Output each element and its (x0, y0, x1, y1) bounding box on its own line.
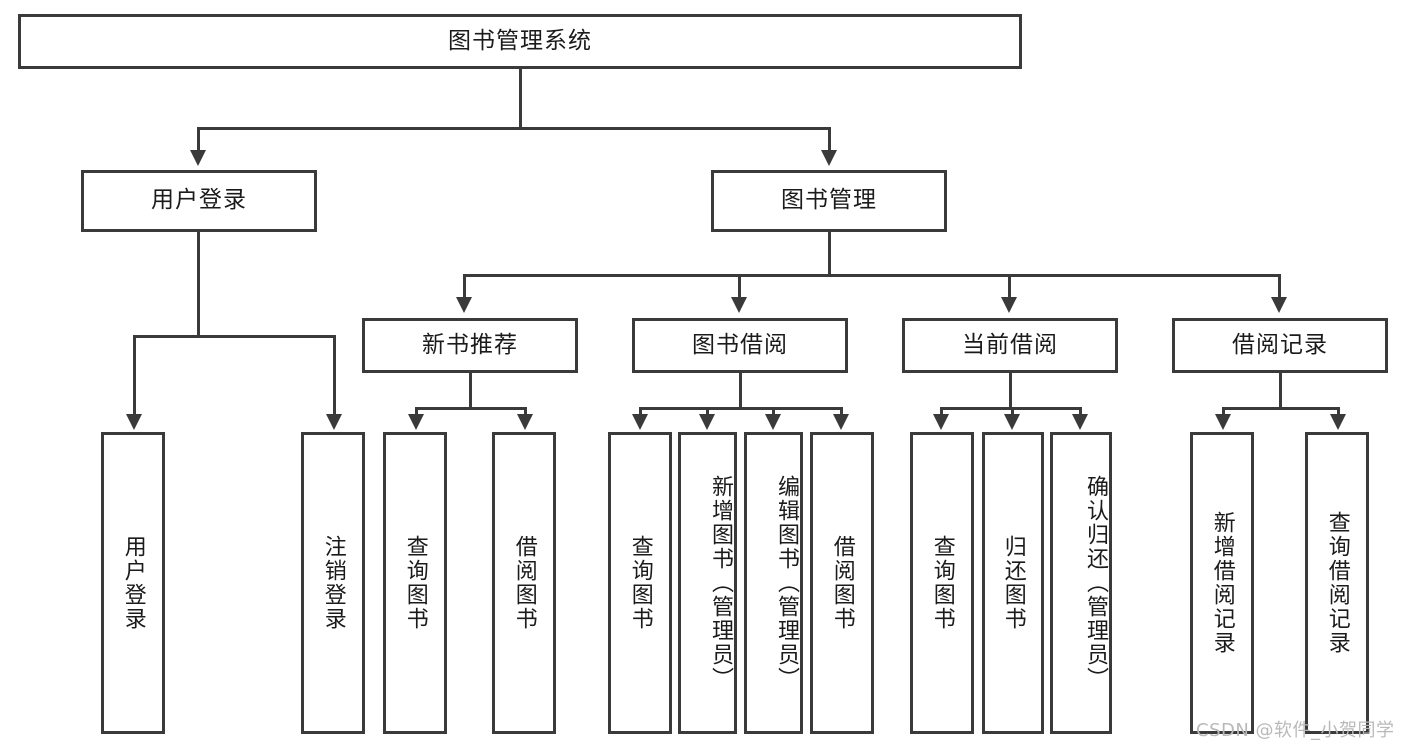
edge-book-management-bar (463, 274, 1281, 277)
leaf-query-book-recommend[interactable]: 查询图书 (383, 432, 447, 734)
edge-new-book-trunk (469, 373, 472, 407)
arrowhead-icon-br-leaf1 (1215, 414, 1231, 430)
edge-to-borrow-record (1278, 274, 1281, 301)
edge-book-management-trunk (828, 232, 831, 274)
node-borrow-record[interactable]: 借阅记录 (1172, 318, 1388, 373)
arrowhead-icon-nb-leaf2 (517, 414, 533, 430)
arrowhead-icon-borrow-record (1271, 297, 1287, 313)
arrowhead-icon-new-book (456, 297, 472, 313)
edge-borrow-record-bar (1222, 407, 1340, 410)
arrowhead-icon-bb-leaf4 (833, 414, 849, 430)
leaf-confirm-return-admin[interactable]: 确认归还（管理员） (1050, 432, 1112, 734)
edge-nb-leaf1 (415, 407, 418, 418)
leaf-query-borrow-record[interactable]: 查询借阅记录 (1305, 432, 1369, 734)
node-root-book-management-system[interactable]: 图书管理系统 (18, 14, 1022, 69)
edge-bb-leaf1 (639, 407, 642, 418)
edge-to-leaf-user-login (133, 335, 136, 418)
leaf-add-borrow-record[interactable]: 新增借阅记录 (1190, 432, 1254, 734)
edge-user-login-trunk (197, 232, 200, 335)
arrowhead-icon-cb-leaf3 (1072, 414, 1088, 430)
node-new-book-recommendation[interactable]: 新书推荐 (362, 318, 578, 373)
watermark-text: CSDN @软件_小贺同学 (1196, 720, 1395, 741)
edge-root-trunk (519, 69, 522, 127)
leaf-logout[interactable]: 注销登录 (301, 432, 365, 734)
arrowhead-icon-bb-leaf3 (765, 414, 781, 430)
edge-to-book-borrow (738, 274, 741, 301)
edge-bb-leaf3 (772, 407, 775, 418)
arrowhead-icon-leaf-logout (326, 414, 342, 430)
edge-current-borrow-trunk (1009, 373, 1012, 407)
edge-cb-leaf3 (1079, 407, 1082, 418)
edge-to-current-borrow (1008, 274, 1011, 301)
arrowhead-icon-bb-leaf2 (699, 414, 715, 430)
edge-bb-leaf4 (840, 407, 843, 418)
edge-book-borrow-trunk (739, 373, 742, 407)
arrowhead-icon-nb-leaf1 (408, 414, 424, 430)
arrowhead-icon-cb-leaf2 (1004, 414, 1020, 430)
leaf-query-book-current[interactable]: 查询图书 (910, 432, 974, 734)
edge-cb-leaf2 (1011, 407, 1014, 418)
node-current-borrow[interactable]: 当前借阅 (902, 318, 1118, 373)
edge-cb-leaf1 (940, 407, 943, 418)
edge-new-book-bar (415, 407, 527, 410)
node-book-management[interactable]: 图书管理 (711, 170, 947, 232)
arrowhead-icon-cb-leaf1 (933, 414, 949, 430)
arrowhead-icon-user-login (190, 150, 206, 166)
edge-borrow-record-trunk (1279, 373, 1282, 407)
arrowhead-icon-br-leaf2 (1330, 414, 1346, 430)
edge-to-new-book (463, 274, 466, 301)
arrowhead-icon-book-borrow (731, 297, 747, 313)
edge-book-borrow-bar (639, 407, 843, 410)
edge-br-leaf2 (1337, 407, 1340, 418)
edge-root-to-user-login (197, 127, 200, 154)
leaf-borrow-book[interactable]: 借阅图书 (810, 432, 874, 734)
edge-to-leaf-logout (333, 335, 336, 418)
leaf-borrow-book-recommend[interactable]: 借阅图书 (492, 432, 556, 734)
leaf-edit-book-admin[interactable]: 编辑图书（管理员） (744, 432, 803, 734)
edge-user-login-bar (133, 335, 336, 338)
arrowhead-icon-leaf-user-login (126, 414, 142, 430)
arrowhead-icon-book-management (821, 150, 837, 166)
leaf-query-book-borrow[interactable]: 查询图书 (608, 432, 672, 734)
leaf-add-book-admin[interactable]: 新增图书（管理员） (678, 432, 737, 734)
node-book-borrow[interactable]: 图书借阅 (632, 318, 848, 373)
arrowhead-icon-bb-leaf1 (632, 414, 648, 430)
edge-br-leaf1 (1222, 407, 1225, 418)
leaf-return-book[interactable]: 归还图书 (982, 432, 1044, 734)
arrowhead-icon-current-borrow (1001, 297, 1017, 313)
edge-bb-leaf2 (706, 407, 709, 418)
edge-root-to-book-management (828, 127, 831, 154)
node-user-login[interactable]: 用户登录 (81, 170, 317, 232)
leaf-user-login[interactable]: 用户登录 (101, 432, 165, 734)
edge-root-bar (197, 127, 831, 130)
edge-nb-leaf2 (524, 407, 527, 418)
